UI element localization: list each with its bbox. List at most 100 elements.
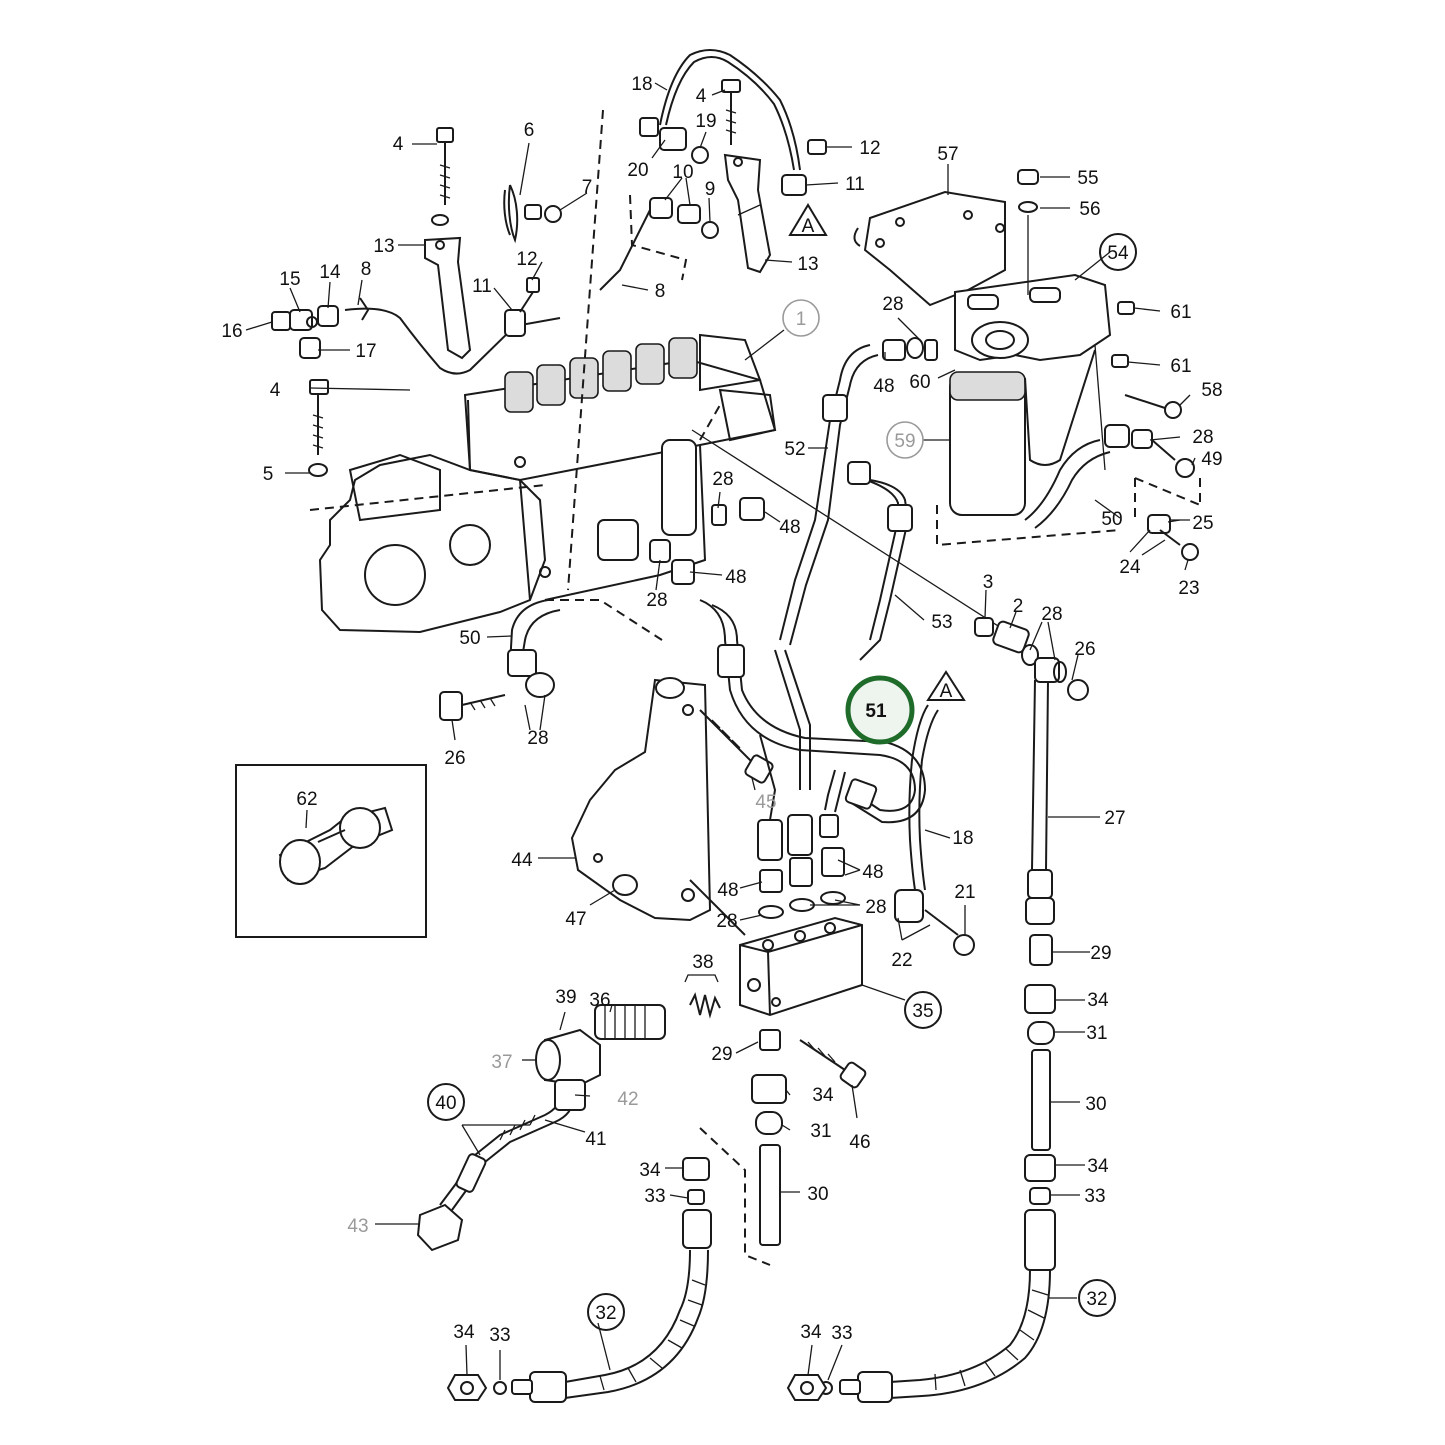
triangle-marker-a-mid: A [926,670,966,702]
fuel-line-51-loop [699,599,927,824]
callout-32: 32 [1086,1289,1107,1310]
callout-30: 30 [807,1184,828,1205]
callout-27: 27 [1104,808,1125,829]
callout-13: 13 [373,236,394,257]
vent-screw-55-56 [1017,169,1039,295]
callout-21: 21 [954,882,975,903]
callout-48: 48 [717,880,738,901]
callout-33: 33 [1084,1186,1105,1207]
callout-34: 34 [800,1322,822,1343]
bracket-44 [570,677,712,922]
marker-a-label: A [802,216,815,237]
callout-62: 62 [296,789,317,810]
fuel-line-18-top [639,49,801,171]
callout-34: 34 [812,1085,834,1106]
callout-38: 38 [692,952,713,973]
cable-40-41 [439,1079,586,1211]
callout-6: 6 [524,120,535,141]
callout-16: 16 [221,321,242,342]
callout-1: 1 [796,309,807,330]
callout-40: 40 [435,1093,456,1114]
callout-10: 10 [672,162,693,183]
washer-6 [503,184,562,244]
fuel-hose-50-right [1024,439,1111,529]
callout-3: 3 [983,572,994,593]
bracket-13-left [424,236,472,360]
callout-23: 23 [1178,578,1199,599]
callout-9: 9 [705,179,716,200]
callout-32: 32 [595,1303,616,1324]
callout-circle-59 [886,421,924,459]
fuel-line-8-left [344,297,561,375]
bolt-4-top-center [721,79,741,145]
callout-15: 15 [279,269,300,290]
callout-35: 35 [912,1001,933,1022]
pump-filter-bowl [661,439,697,536]
pump-element-3 [569,357,599,399]
callout-34: 34 [1087,1156,1109,1177]
fittings-11-12-top [781,139,827,196]
callout-34: 34 [639,1160,661,1181]
callout-26: 26 [1074,639,1095,660]
callout-29: 29 [711,1044,732,1065]
callout-48: 48 [862,862,883,883]
pump-element-1 [504,371,534,413]
bolt-4-top-left [431,127,454,226]
callout-28: 28 [527,728,548,749]
callout-57: 57 [937,144,958,165]
callout-12: 12 [516,249,537,270]
callout-28: 28 [712,469,733,490]
highlight-ring-51 [845,675,915,745]
pump-element-4 [602,350,632,392]
callout-20: 20 [627,160,648,181]
callout-28: 28 [865,897,886,918]
callout-52: 52 [784,439,805,460]
bracket-13-right [723,153,772,274]
callout-circle-32-right [1078,1279,1116,1317]
callout-60: 60 [909,372,930,393]
callout-14: 14 [319,262,341,283]
callout-5: 5 [263,464,274,485]
callout-labels: 1 2 3 4 4 4 5 6 7 8 8 9 10 11 11 12 12 1… [221,74,1222,1346]
marker-a-label: A [940,681,953,702]
callout-46: 46 [849,1132,870,1153]
callout-48: 48 [873,376,894,397]
callout-44: 44 [511,850,533,871]
connector-43 [416,1203,464,1252]
callout-33: 33 [644,1186,665,1207]
callout-30: 30 [1085,1094,1106,1115]
callout-28: 28 [716,911,737,932]
fuel-line-18-lower [894,704,975,956]
fittings-above-block [757,814,846,919]
callout-circle-32-left [587,1293,625,1331]
callout-51-highlighted: 51 [865,701,887,722]
callout-11: 11 [472,276,492,297]
bolt-45 [699,709,774,784]
pipe-stack-right [1024,934,1056,1205]
callout-circle-54 [1099,233,1137,271]
callout-29: 29 [1090,943,1111,964]
callout-4: 4 [696,86,707,107]
callout-11: 11 [845,174,865,195]
callout-7: 7 [582,177,593,198]
callout-33: 33 [489,1325,510,1346]
callout-31: 31 [1086,1023,1107,1044]
callout-24: 24 [1119,557,1141,578]
callout-41: 41 [585,1129,606,1150]
callout-59: 59 [894,431,915,452]
fuel-line-52 [779,344,879,646]
callout-33: 33 [831,1323,852,1344]
callout-34: 34 [1087,990,1109,1011]
bolt-46 [799,1039,867,1089]
bolts-23-24-25 [1147,514,1199,561]
callout-61: 61 [1170,302,1191,323]
callout-17: 17 [355,341,376,362]
hose-32-left [446,1157,712,1403]
callout-28: 28 [646,590,667,611]
pressure-switch-36-39 [535,1004,666,1087]
fittings-9-10 [599,197,719,291]
callout-22: 22 [891,950,912,971]
callout-43: 43 [347,1216,368,1237]
